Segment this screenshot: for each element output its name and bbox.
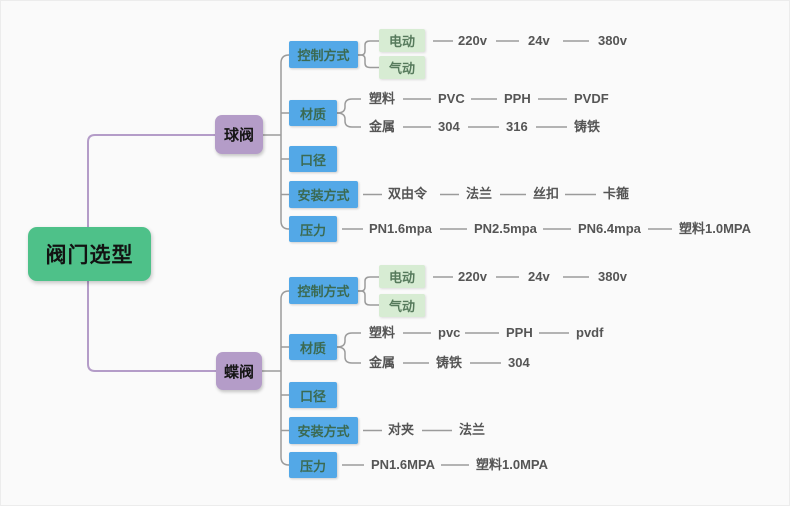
leaf-butterfly-380v[interactable]: 380v <box>598 269 627 284</box>
leaf-butterfly-metal[interactable]: 金属 <box>369 355 396 370</box>
leaf-ball-union[interactable]: 双由令 <box>388 186 428 201</box>
leaf-butterfly-cast-iron[interactable]: 铸铁 <box>436 355 463 370</box>
category-butterfly-diameter[interactable]: 口径 <box>289 382 337 408</box>
leaf-ball-380v[interactable]: 380v <box>598 33 627 48</box>
leaf-butterfly-304[interactable]: 304 <box>508 355 530 370</box>
leaf-ball-pvc[interactable]: PVC <box>438 91 465 106</box>
leaf-ball-plastic[interactable]: 塑料 <box>369 91 396 106</box>
leaf-ball-pvdf[interactable]: PVDF <box>574 91 609 106</box>
category-ball-material[interactable]: 材质 <box>289 100 337 126</box>
leaf-ball-316[interactable]: 316 <box>506 119 528 134</box>
leaf-butterfly-pn16[interactable]: PN1.6MPA <box>371 457 436 472</box>
branch-node-ball-valve[interactable]: 球阀 <box>215 115 263 154</box>
category-butterfly-install-method[interactable]: 安装方式 <box>289 417 358 444</box>
node-butterfly-electric[interactable]: 电动 <box>379 265 425 288</box>
node-butterfly-pneumatic[interactable]: 气动 <box>379 294 425 317</box>
leaf-ball-flange[interactable]: 法兰 <box>466 186 493 201</box>
category-butterfly-pressure[interactable]: 压力 <box>289 452 337 478</box>
leaf-butterfly-plastic[interactable]: 塑料 <box>369 325 396 340</box>
leaf-butterfly-220v[interactable]: 220v <box>458 269 487 284</box>
category-ball-diameter[interactable]: 口径 <box>289 146 337 172</box>
leaf-butterfly-plastic-10mpa[interactable]: 塑料1.0MPA <box>476 457 548 472</box>
leaf-butterfly-24v[interactable]: 24v <box>528 269 550 284</box>
leaf-ball-pn25[interactable]: PN2.5mpa <box>474 221 537 236</box>
leaf-butterfly-pvc[interactable]: pvc <box>438 325 461 340</box>
leaf-ball-pn16[interactable]: PN1.6mpa <box>369 221 432 236</box>
leaf-butterfly-pph[interactable]: PPH <box>506 325 533 340</box>
category-ball-install-method[interactable]: 安装方式 <box>289 181 358 208</box>
leaf-ball-plastic-10mpa[interactable]: 塑料1.0MPA <box>679 221 751 236</box>
node-ball-pneumatic[interactable]: 气动 <box>379 56 425 79</box>
leaf-ball-metal[interactable]: 金属 <box>369 119 396 134</box>
node-ball-electric[interactable]: 电动 <box>379 29 425 52</box>
root-node-valve-selection[interactable]: 阀门选型 <box>28 227 151 281</box>
leaf-ball-pn64[interactable]: PN6.4mpa <box>578 221 641 236</box>
category-ball-control-method[interactable]: 控制方式 <box>289 41 358 68</box>
leaf-ball-pph[interactable]: PPH <box>504 91 531 106</box>
leaf-ball-220v[interactable]: 220v <box>458 33 487 48</box>
branch-node-butterfly-valve[interactable]: 蝶阀 <box>216 352 262 390</box>
category-butterfly-material[interactable]: 材质 <box>289 334 337 360</box>
leaf-ball-304[interactable]: 304 <box>438 119 460 134</box>
leaf-butterfly-flange[interactable]: 法兰 <box>459 422 486 437</box>
leaf-ball-24v[interactable]: 24v <box>528 33 550 48</box>
category-butterfly-control-method[interactable]: 控制方式 <box>289 277 358 304</box>
leaf-ball-thread[interactable]: 丝扣 <box>533 186 560 201</box>
leaf-butterfly-pvdf[interactable]: pvdf <box>576 325 604 340</box>
category-ball-pressure[interactable]: 压力 <box>289 216 337 242</box>
leaf-butterfly-wafer[interactable]: 对夹 <box>388 422 415 437</box>
leaf-ball-cast-iron[interactable]: 铸铁 <box>574 119 601 134</box>
leaf-ball-clamp[interactable]: 卡箍 <box>603 186 630 201</box>
